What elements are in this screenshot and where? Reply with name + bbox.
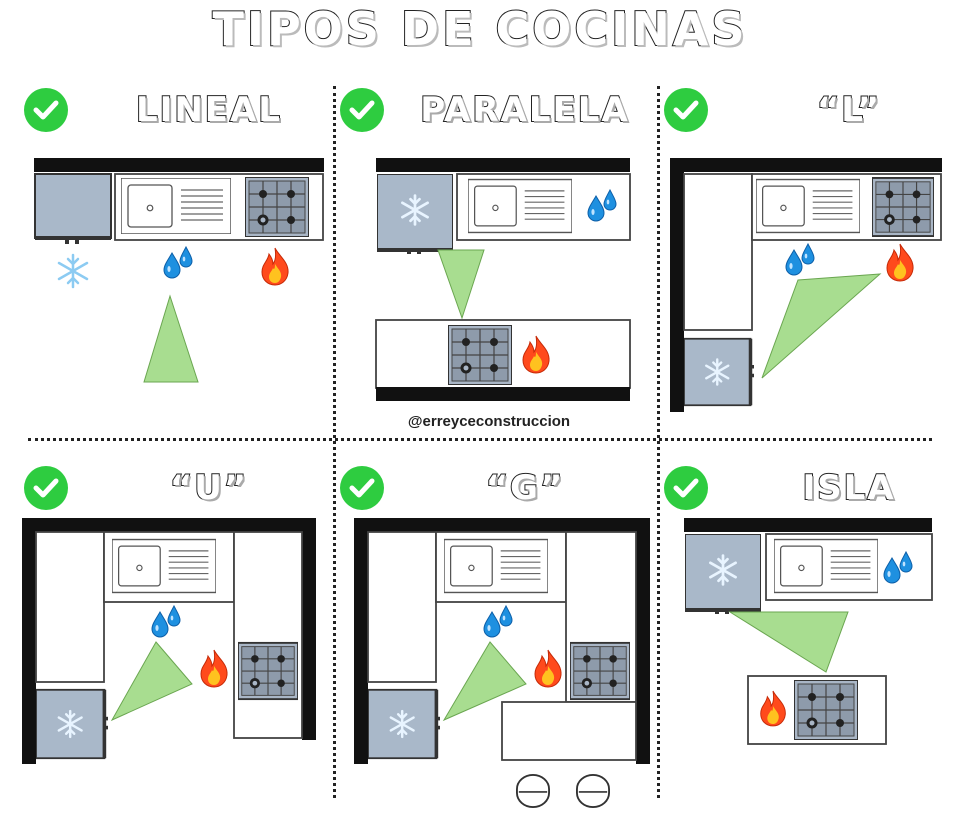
- fridge: [377, 174, 453, 254]
- wall-top: [376, 158, 630, 172]
- stove: [794, 680, 858, 740]
- wall-left: [670, 158, 684, 412]
- kitchen-diagram-g: [354, 518, 650, 808]
- panel-label: PARALELA: [419, 89, 630, 131]
- sink: [112, 538, 216, 594]
- snowflake-icon: [57, 253, 89, 289]
- water-drops-icon: [163, 246, 193, 279]
- panel-lineal: LINEAL: [20, 88, 338, 438]
- counter-right: [233, 531, 303, 739]
- stove: [238, 641, 298, 701]
- fridge: [685, 534, 761, 614]
- work-triangle: [143, 294, 199, 383]
- sink: [756, 178, 860, 234]
- panel-label: ISLA: [801, 467, 896, 509]
- check-icon: [340, 466, 384, 510]
- wall: [684, 518, 932, 532]
- peninsula: [501, 701, 637, 761]
- water-drops-icon: [483, 605, 513, 638]
- work-triangle: [110, 641, 193, 722]
- stove: [245, 177, 309, 237]
- wall: [34, 158, 324, 172]
- wall-left: [354, 518, 368, 764]
- stove: [448, 325, 512, 385]
- work-triangle: [442, 641, 527, 722]
- water-drops-icon: [785, 243, 815, 276]
- panel-g: “G”: [336, 466, 654, 816]
- fridge: [368, 690, 440, 758]
- panel-l: “L”: [660, 88, 960, 438]
- check-icon: [24, 88, 68, 132]
- divider-vertical-left: [333, 86, 336, 798]
- credit-handle: @erreyceconstruccion: [407, 413, 571, 430]
- wall-right: [636, 518, 650, 764]
- wall-bottom: [376, 387, 630, 401]
- stove: [570, 641, 630, 701]
- counter-left: [367, 531, 437, 683]
- counter-left: [683, 173, 753, 331]
- kitchen-diagram-l: [670, 158, 942, 412]
- work-triangle: [437, 249, 485, 320]
- panel-u: “U”: [20, 466, 338, 816]
- wall-left: [22, 518, 36, 764]
- fridge: [34, 173, 112, 239]
- kitchen-diagram-lineal: [34, 158, 324, 383]
- stove: [872, 177, 934, 237]
- check-icon: [664, 466, 708, 510]
- work-triangle: [728, 611, 849, 673]
- wall-top: [670, 158, 942, 172]
- kitchen-diagram-isla: [684, 518, 933, 745]
- panel-label: “U”: [169, 467, 249, 509]
- work-triangle: [761, 273, 882, 379]
- counter-left: [35, 531, 105, 683]
- check-icon: [664, 88, 708, 132]
- check-icon: [340, 88, 384, 132]
- divider-horizontal: [28, 438, 932, 441]
- kitchen-diagram-u: [22, 518, 316, 764]
- wall-top: [354, 518, 650, 532]
- kitchen-diagram-paralela: [375, 158, 631, 401]
- page-title: TIPOS DE COCINAS: [211, 1, 748, 57]
- fridge: [36, 690, 108, 758]
- sink: [444, 538, 548, 594]
- fridge: [684, 339, 754, 406]
- wall-top: [22, 518, 316, 532]
- divider-vertical-right: [657, 86, 660, 798]
- sink: [468, 178, 572, 234]
- fire-icon: [261, 247, 289, 286]
- panel-label: “L”: [816, 89, 882, 131]
- stool: [516, 774, 550, 808]
- fire-icon: [200, 649, 228, 688]
- panel-label: LINEAL: [135, 89, 282, 131]
- panel-isla: ISLA: [660, 466, 960, 816]
- check-icon: [24, 466, 68, 510]
- fire-icon: [534, 649, 562, 688]
- sink: [774, 538, 878, 594]
- stool: [576, 774, 610, 808]
- panel-label: “G”: [485, 467, 565, 509]
- wall-right: [302, 518, 316, 740]
- sink: [121, 178, 231, 234]
- water-drops-icon: [151, 605, 181, 638]
- panel-paralela: PARALELA: [336, 88, 654, 438]
- fire-icon: [886, 243, 914, 282]
